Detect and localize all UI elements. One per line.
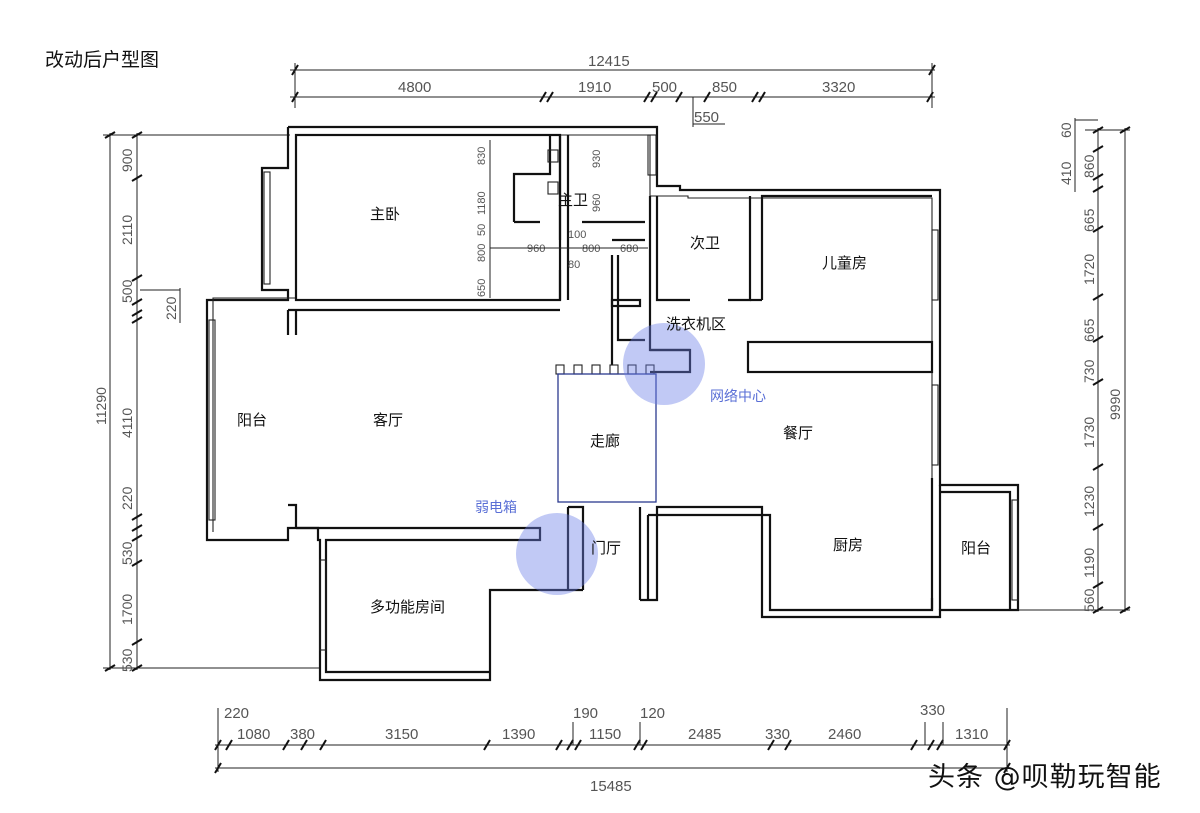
dim-bottom-upper-3: 330 <box>920 702 945 719</box>
dim-left-7: 1700 <box>119 594 135 625</box>
room-corridor: 走廊 <box>590 432 620 450</box>
dim-top-4: 3320 <box>822 79 855 96</box>
dim-right-outer-1: 410 <box>1058 161 1074 185</box>
dim-bottom-6: 330 <box>765 726 790 743</box>
dim-bottom-upper-0: 220 <box>224 705 249 722</box>
dim-int-5: 930 <box>591 150 603 168</box>
dim-left-8: 530 <box>119 648 135 672</box>
dim-int-9: 800 <box>582 243 600 255</box>
dim-right-total: 9990 <box>1107 389 1123 420</box>
dim-int-8: 100 <box>568 229 586 241</box>
weak-box-label: 弱电箱 <box>475 500 517 516</box>
dim-left-0: 900 <box>119 148 135 172</box>
dim-int-3: 800 <box>476 244 488 262</box>
dim-int-6: 960 <box>591 194 603 212</box>
room-balcony-right: 阳台 <box>961 539 991 557</box>
page-title: 改动后户型图 <box>45 49 160 71</box>
dim-int-2: 50 <box>476 224 488 236</box>
dim-bottom-total: 15485 <box>590 778 632 795</box>
room-laundry: 洗衣机区 <box>666 315 726 333</box>
dim-right-1: 665 <box>1081 208 1097 232</box>
dim-left-4: 4110 <box>119 408 135 438</box>
dim-int-11: 80 <box>568 259 580 271</box>
dim-left-6: 530 <box>119 541 135 565</box>
room-balcony-left: 阳台 <box>237 411 267 429</box>
room-kids: 儿童房 <box>822 254 867 272</box>
dim-top-3: 850 <box>712 79 737 96</box>
room-master-bath: 主卫 <box>558 191 588 209</box>
dim-bottom-upper-1: 190 <box>573 705 598 722</box>
room-living: 客厅 <box>373 411 403 429</box>
room-dining: 餐厅 <box>783 424 813 442</box>
dim-top-total: 12415 <box>588 53 630 70</box>
dim-int-0: 830 <box>476 147 488 165</box>
dim-bottom-upper-2: 120 <box>640 705 665 722</box>
dim-right-3: 665 <box>1081 318 1097 342</box>
dimension-lines <box>103 63 1131 774</box>
dim-left-2: 500 <box>119 279 135 303</box>
dim-bottom-3: 1390 <box>502 726 535 743</box>
dim-right-6: 1230 <box>1081 486 1097 517</box>
dim-left-5: 220 <box>119 486 135 510</box>
dim-top-sub: 550 <box>694 109 719 126</box>
dim-int-4: 650 <box>476 279 488 297</box>
dim-right-0: 860 <box>1081 154 1097 178</box>
dim-bottom-4: 1150 <box>589 726 621 743</box>
dim-top-2: 500 <box>652 79 677 96</box>
dim-top-0: 4800 <box>398 79 431 96</box>
dim-top-1: 1910 <box>578 79 611 96</box>
dim-bottom-7: 2460 <box>828 726 861 743</box>
watermark: 头条 @呗勒玩智能 <box>928 762 1162 793</box>
dim-bottom-2: 3150 <box>385 726 418 743</box>
dim-right-2: 1720 <box>1081 254 1097 285</box>
dim-bottom-1: 380 <box>290 726 315 743</box>
dim-int-7: 960 <box>527 243 545 255</box>
room-master-bedroom: 主卧 <box>370 205 400 223</box>
dim-int-1: 1180 <box>476 191 488 215</box>
network-center-label: 网络中心 <box>710 389 766 405</box>
dim-right-8: 560 <box>1081 588 1097 612</box>
dim-right-outer-0: 60 <box>1058 122 1074 138</box>
network-center-marker <box>623 323 705 405</box>
room-multi: 多功能房间 <box>370 598 445 616</box>
weak-box-marker <box>516 513 598 595</box>
dim-int-10: 680 <box>620 243 638 255</box>
dim-right-7: 1190 <box>1081 548 1097 578</box>
dim-bottom-8: 1310 <box>955 726 988 743</box>
dim-left-total: 11290 <box>93 387 109 425</box>
room-kitchen: 厨房 <box>833 536 863 554</box>
dim-bottom-0: 1080 <box>237 726 270 743</box>
dim-left-1: 2110 <box>119 215 135 245</box>
room-second-bath: 次卫 <box>690 234 720 252</box>
dim-right-4: 730 <box>1081 359 1097 383</box>
walls <box>205 125 1020 682</box>
dim-bottom-5: 2485 <box>688 726 721 743</box>
dim-left-3: 220 <box>163 296 179 320</box>
room-foyer: 门厅 <box>591 539 621 557</box>
dim-right-5: 1730 <box>1081 417 1097 448</box>
